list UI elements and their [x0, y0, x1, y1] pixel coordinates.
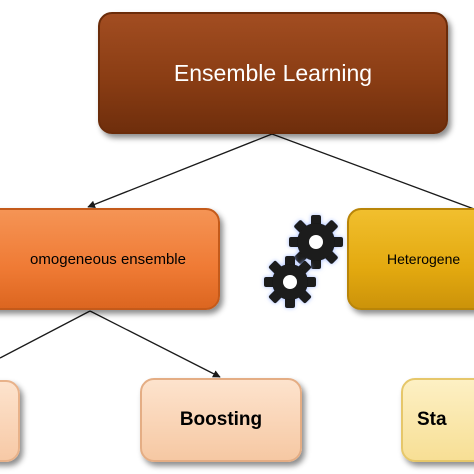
edge-homogeneous-to-boosting — [89, 310, 221, 378]
gears-icon — [264, 215, 343, 308]
node-heterogeneous-ensemble: Heterogene — [347, 208, 474, 310]
upper-gear-icon — [289, 215, 343, 269]
lower-gear-icon — [264, 256, 316, 308]
node-ensemble-learning-label: Ensemble Learning — [173, 59, 373, 86]
edge-homogeneous-to-left-leaf — [0, 310, 91, 359]
edge-root-to-homogeneous — [87, 133, 273, 209]
node-homogeneous-ensemble: omogeneous ensemble — [0, 208, 220, 310]
node-ensemble-learning: Ensemble Learning — [98, 12, 448, 134]
edge-root-to-heterogeneous — [271, 133, 474, 210]
node-boosting-label: Boosting — [179, 409, 263, 430]
node-left-leaf — [0, 380, 20, 462]
node-stacking-label: Sta — [417, 409, 447, 430]
node-stacking: Sta — [401, 378, 474, 462]
node-boosting: Boosting — [140, 378, 302, 462]
node-homogeneous-ensemble-label: omogeneous ensemble — [30, 250, 186, 268]
node-heterogeneous-ensemble-label: Heterogene — [387, 251, 461, 267]
